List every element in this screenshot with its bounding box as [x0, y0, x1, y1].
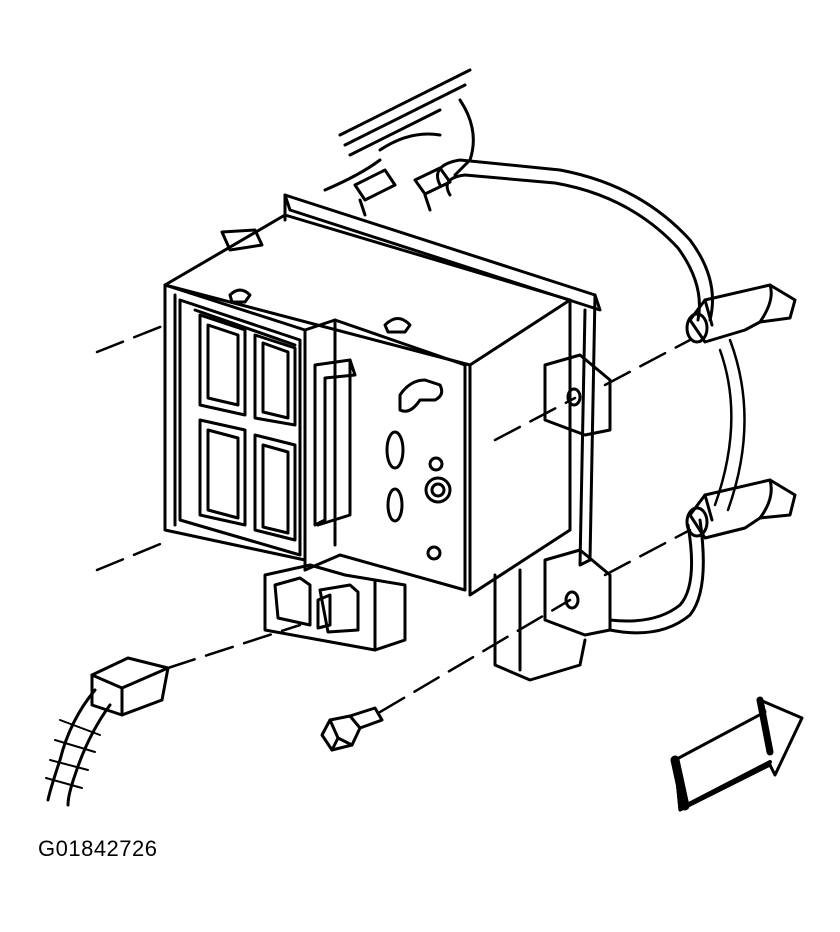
wiring-harness	[45, 688, 112, 807]
harness-retainer-lower	[685, 478, 797, 540]
harness-connector	[90, 656, 170, 717]
front-direction-arrow	[670, 696, 804, 812]
block-connector-socket	[263, 563, 407, 652]
figure-id-label: G01842726	[38, 836, 158, 861]
background-structure	[323, 68, 475, 192]
mounting-studs	[353, 166, 452, 217]
mounting-bracket	[220, 193, 612, 682]
electrical-center-block	[163, 213, 572, 597]
assembly-guide-lines	[95, 323, 692, 714]
harness-retainer-upper	[685, 283, 797, 344]
mounting-bolt	[320, 706, 384, 752]
wiring-harness-loop	[436, 158, 746, 635]
